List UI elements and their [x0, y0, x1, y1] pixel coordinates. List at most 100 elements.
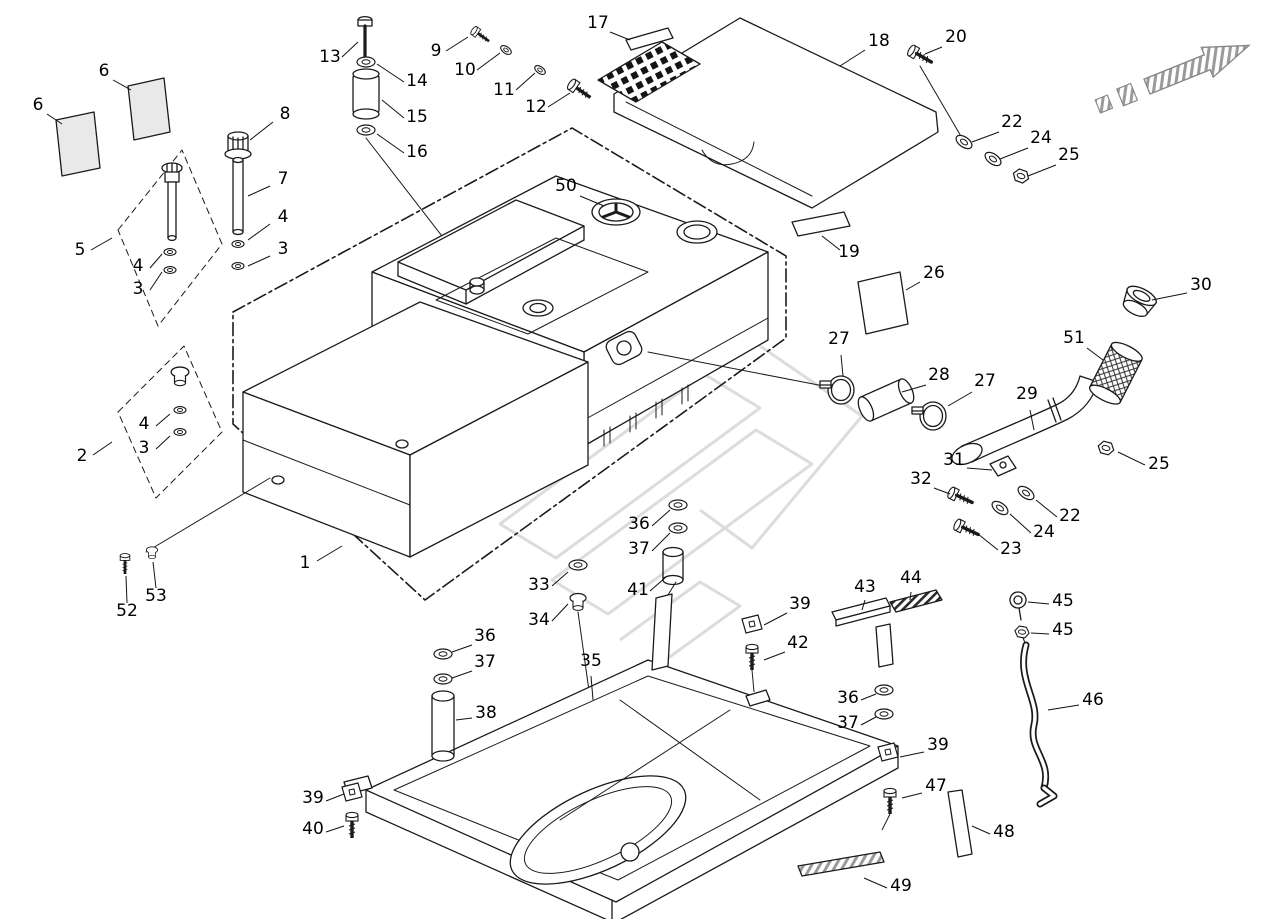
part-number-label: 36 [837, 688, 859, 708]
part-number-label: 37 [628, 539, 650, 559]
part-number-label: 33 [528, 575, 550, 595]
leader-line [46, 113, 63, 125]
leader-line [551, 603, 569, 622]
leader-line [649, 576, 667, 592]
fuel-tank-body [145, 127, 835, 601]
part-number-label: 39 [302, 788, 324, 808]
part-number-label: 27 [828, 329, 850, 349]
part-number-label: 2 [77, 446, 88, 466]
leader-line [579, 195, 605, 207]
strip-19 [791, 211, 851, 237]
leader-line [1029, 409, 1035, 431]
part-number-label: 35 [580, 651, 602, 671]
leader-line [999, 147, 1029, 160]
part-number-label: 22 [1059, 506, 1081, 526]
part-number-label: 44 [900, 568, 922, 588]
part-number-label: 47 [925, 776, 947, 796]
leader-line [1027, 164, 1057, 177]
part-number-label: 39 [927, 735, 949, 755]
part-number-label: 13 [319, 47, 341, 67]
leader-lines [46, 31, 1188, 889]
leader-line [1047, 704, 1080, 711]
part-number-label: 7 [278, 169, 289, 189]
leader-line [933, 487, 951, 495]
leader-line [451, 644, 473, 653]
leader-line [860, 716, 877, 726]
leader-line [899, 751, 925, 758]
leader-line [551, 571, 569, 587]
part-number-label: 49 [890, 876, 912, 896]
part-number-label: 18 [868, 31, 890, 51]
part-number-label: 28 [928, 365, 950, 385]
leader-line [451, 670, 473, 679]
part-number-label: 25 [1148, 454, 1170, 474]
part-number-label: 20 [945, 27, 967, 47]
leader-line [155, 435, 171, 450]
leader-line [1086, 347, 1104, 361]
part-number-label: 3 [133, 279, 144, 299]
base-frame [343, 593, 899, 919]
part-number-label: 1 [300, 553, 311, 573]
part-number-label: 26 [923, 263, 945, 283]
leader-line [1030, 632, 1050, 635]
leader-line [924, 46, 943, 55]
leader-line [247, 255, 271, 267]
hose-and-filter-assembly [819, 285, 1157, 466]
spacer-bars [831, 589, 943, 627]
part-number-label: 45 [1052, 591, 1074, 611]
part-number-label: 34 [528, 610, 550, 630]
leader-line [376, 133, 405, 154]
part-number-label: 9 [431, 41, 442, 61]
part-number-label: 5 [75, 240, 86, 260]
part-number-label: 22 [1001, 112, 1023, 132]
leader-line [1009, 513, 1032, 534]
part-number-label: 6 [33, 95, 44, 115]
strip-17 [625, 27, 674, 51]
strap-assembly [1009, 591, 1058, 808]
part-number-label: 24 [1030, 128, 1052, 148]
part-number-label: 14 [406, 71, 428, 91]
right-mount-column [874, 684, 899, 831]
part-number-label: 19 [838, 242, 860, 262]
leader-line [125, 575, 128, 604]
part-number-label: 17 [587, 13, 609, 33]
part-number-label: 3 [278, 239, 289, 259]
leader-line [901, 792, 923, 799]
part-number-label: 43 [854, 577, 876, 597]
leader-line [821, 235, 841, 251]
part-number-label: 11 [493, 80, 515, 100]
leader-line [947, 391, 973, 407]
leader-line [90, 237, 113, 251]
part-number-label: 37 [474, 652, 496, 672]
decal-sticker [55, 77, 171, 177]
part-number-label: 50 [555, 176, 577, 196]
cover-plate [597, 17, 1032, 209]
leader-line [152, 561, 157, 589]
leader-line [325, 793, 345, 802]
part-number-label: 4 [133, 256, 144, 276]
part-number-label: 39 [789, 594, 811, 614]
leader-line [316, 545, 343, 562]
shim-strips [797, 789, 973, 877]
leader-line [381, 99, 405, 119]
part-number-label: 27 [974, 371, 996, 391]
leader-line [547, 92, 571, 108]
leader-line [909, 591, 912, 601]
part-number-label: 53 [145, 586, 167, 606]
part-number-label: 23 [1000, 539, 1022, 559]
leader-line [445, 36, 469, 52]
leader-line [651, 509, 671, 527]
vent-assembly-group [117, 149, 223, 327]
part-number-label: 4 [139, 414, 150, 434]
leader-line [840, 354, 844, 377]
leader-line [971, 825, 991, 835]
leader-line [1117, 451, 1146, 466]
leader-line [155, 413, 171, 427]
breather-assembly [352, 15, 477, 281]
part-number-label: 48 [993, 822, 1015, 842]
leader-line [905, 281, 921, 291]
part-number-label: 10 [454, 60, 476, 80]
